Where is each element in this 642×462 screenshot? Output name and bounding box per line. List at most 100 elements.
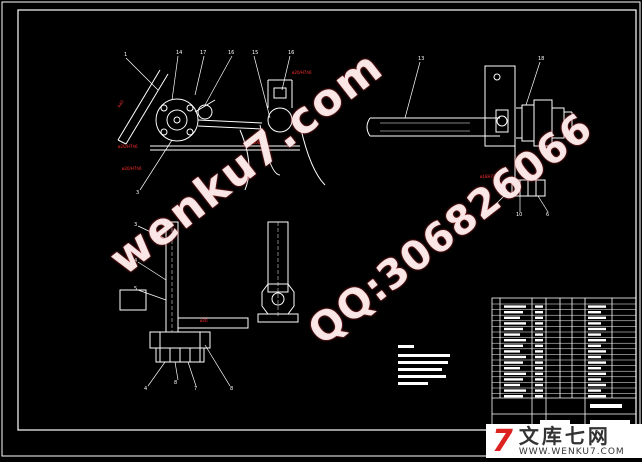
parts-list-qty-cell (535, 378, 543, 381)
parts-list-name-cell (504, 333, 520, 336)
parts-list-qty-cell (535, 383, 543, 387)
parts-list-qty-cell (535, 316, 543, 319)
parts-list-rows (492, 303, 636, 394)
parts-list-qty-cell (535, 372, 543, 375)
parts-list-qty-cell (535, 305, 543, 308)
top-right-labels: 13 18 2 10 6 (418, 56, 549, 218)
parts-list-qty-cell (535, 367, 543, 370)
svg-text:7: 7 (194, 386, 197, 392)
svg-text:16: 16 (288, 50, 294, 56)
svg-text:8: 8 (174, 380, 177, 386)
parts-list-material-cell (588, 327, 606, 331)
logo-url: WWW.WENKU7.COM (518, 446, 625, 457)
svg-text:ø18H7/h6: ø18H7/h6 (480, 174, 500, 179)
svg-text:R40: R40 (117, 99, 125, 109)
svg-text:ø20/H7h6: ø20/H7h6 (118, 144, 138, 149)
top-right-view (366, 61, 573, 213)
parts-list-name-cell (504, 316, 520, 319)
parts-list-name-cell (504, 339, 526, 342)
parts-list-material-cell (588, 305, 606, 308)
parts-list-name-cell (504, 311, 523, 314)
parts-list-material-cell (588, 367, 601, 370)
parts-list-fills (504, 305, 606, 398)
svg-text:5: 5 (134, 286, 137, 292)
red-seven-logo-icon: 7 (492, 423, 513, 459)
top-left-view (117, 55, 326, 191)
parts-list-qty-cell (535, 344, 543, 347)
parts-list-name-cell (504, 361, 523, 364)
parts-list-material-cell (588, 316, 606, 319)
parts-list-qty-cell (535, 395, 543, 398)
svg-text:ø20/H7h6: ø20/H7h6 (122, 166, 142, 171)
parts-list-name-cell (504, 389, 526, 392)
parts-list-qty-cell (535, 327, 543, 331)
parts-list-material-cell (588, 344, 601, 347)
svg-text:1: 1 (124, 52, 127, 58)
parts-list-material-cell (588, 350, 606, 353)
svg-text:2: 2 (484, 212, 487, 218)
top-left-labels: 1 14 17 16 15 16 3 (124, 50, 294, 196)
svg-text:8: 8 (230, 386, 233, 392)
parts-list-material-cell (588, 372, 606, 375)
bottom-left-view (119, 221, 249, 387)
svg-text:4: 4 (134, 258, 137, 264)
parts-list-name-cell (504, 372, 526, 375)
parts-list-name-cell (504, 383, 520, 387)
wenku7-logo[interactable]: 7 文库七网 WWW.WENKU7.COM (486, 423, 642, 459)
logo-name: 文库七网 (518, 423, 611, 448)
svg-text:1000: 1000 (250, 140, 261, 145)
parts-list-qty-cell (535, 355, 543, 359)
bottom-left-dims: ø20 (200, 318, 208, 323)
bottom-left-labels: 3 4 5 4 8 7 8 (134, 222, 233, 392)
parts-list-material-cell (588, 378, 601, 381)
parts-list-name-cell (504, 367, 520, 370)
parts-list-name-cell (504, 350, 520, 353)
top-left-dims: R40 ø20/H7h6 ø20/H7h6 ø20/H7h6 1000 (117, 70, 312, 171)
parts-list-name-cell (504, 355, 526, 359)
bottom-center-view (257, 221, 299, 323)
parts-list-material-cell (588, 311, 601, 314)
svg-text:ø20/H7h6: ø20/H7h6 (292, 70, 312, 75)
parts-list-qty-cell (535, 389, 543, 392)
parts-list-qty-cell (535, 339, 543, 342)
parts-list-name-cell (504, 378, 523, 381)
parts-list-material-cell (588, 355, 601, 359)
parts-list-material-cell (588, 383, 606, 387)
parts-list-material-cell (588, 395, 606, 398)
parts-list-material-cell (588, 322, 601, 325)
svg-text:3: 3 (134, 222, 137, 228)
parts-list-qty-cell (535, 311, 543, 314)
parts-list-name-cell (504, 322, 526, 325)
svg-text:14: 14 (176, 50, 182, 56)
parts-list-name-cell (504, 305, 526, 308)
svg-text:16: 16 (228, 50, 234, 56)
parts-list-material-cell (588, 339, 606, 342)
parts-list-qty-cell (535, 350, 543, 353)
svg-text:10: 10 (516, 212, 522, 218)
parts-list-material-cell (588, 361, 606, 364)
parts-list-material-cell (588, 333, 601, 336)
svg-text:6: 6 (546, 212, 549, 218)
svg-text:ø20: ø20 (200, 318, 208, 323)
logo-text: 文库七网 WWW.WENKU7.COM (519, 426, 625, 457)
parts-list-name-cell (504, 344, 523, 347)
parts-list-qty-cell (535, 361, 543, 364)
svg-text:15: 15 (252, 50, 258, 56)
parts-list-name-cell (504, 327, 523, 331)
parts-list-material-cell (588, 389, 601, 392)
svg-text:4: 4 (144, 386, 147, 392)
parts-list-qty-cell (535, 322, 543, 325)
top-right-dims: ø18H7/h6 (480, 174, 500, 179)
title-fills (540, 404, 630, 424)
parts-list-name-cell (504, 395, 523, 398)
svg-text:13: 13 (418, 56, 424, 62)
technical-notes (398, 345, 450, 385)
parts-list-qty-cell (535, 333, 543, 336)
svg-text:17: 17 (200, 50, 206, 56)
svg-text:3: 3 (136, 190, 139, 196)
svg-text:18: 18 (538, 56, 544, 62)
inner-border (17, 9, 637, 431)
